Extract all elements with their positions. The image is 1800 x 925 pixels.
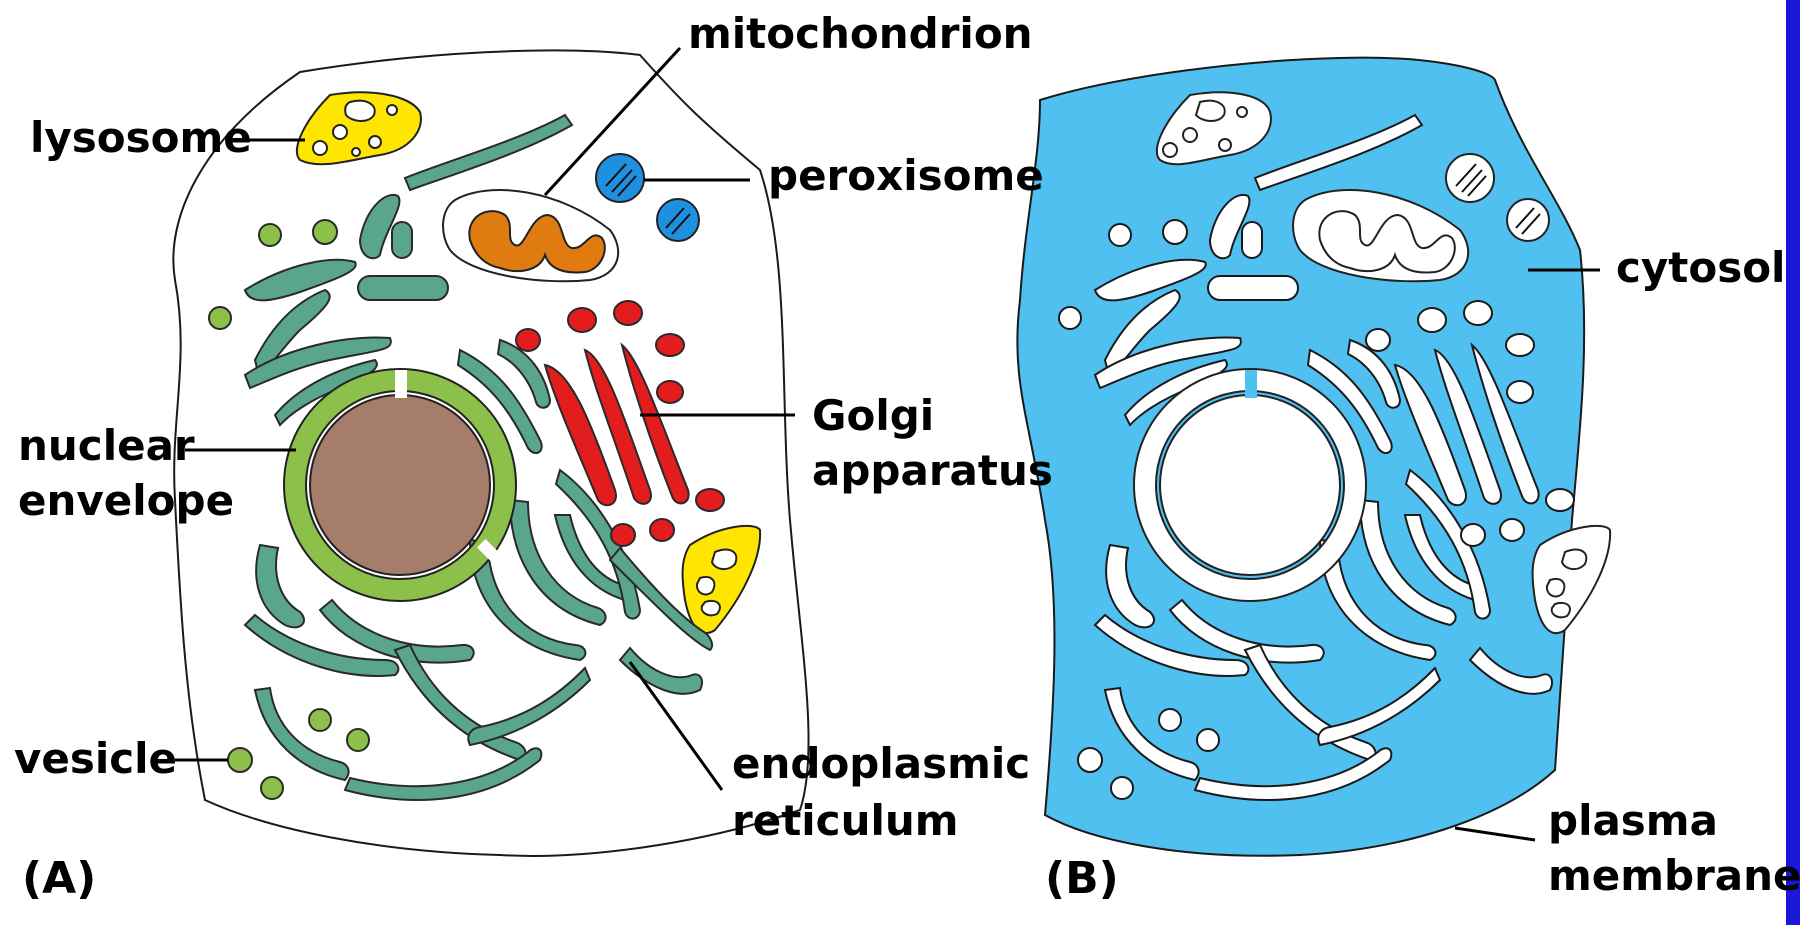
panel-a-cell xyxy=(173,50,808,855)
label-er-line1: endoplasmic xyxy=(732,739,1030,788)
panel-label-b: (B) xyxy=(1045,853,1119,904)
plasma-membrane-leader xyxy=(1455,828,1535,840)
panel-label-a: (A) xyxy=(22,853,96,904)
label-nuclear-line1: nuclear xyxy=(18,421,195,470)
label-plasma-line1: plasma xyxy=(1548,796,1718,845)
label-golgi-line2: apparatus xyxy=(812,446,1053,495)
lysosome-b-2 xyxy=(1533,526,1611,633)
peroxisome-b-1 xyxy=(1446,154,1494,202)
label-golgi-line1: Golgi xyxy=(812,391,934,440)
panel-b-cell xyxy=(1017,58,1610,856)
label-peroxisome: peroxisome xyxy=(768,151,1044,200)
label-er-line2: reticulum xyxy=(732,796,959,845)
peroxisome-a-1 xyxy=(596,154,644,202)
nucleus-b xyxy=(1145,370,1355,590)
label-cytosol: cytosol xyxy=(1616,243,1785,292)
label-vesicle: vesicle xyxy=(14,734,177,783)
label-lysosome: lysosome xyxy=(30,113,252,162)
peroxisome-a-2 xyxy=(657,199,699,241)
label-nuclear-line2: envelope xyxy=(18,476,234,525)
label-mitochondrion: mitochondrion xyxy=(688,9,1033,58)
peroxisome-b-2 xyxy=(1507,199,1549,241)
label-plasma-line2: membrane xyxy=(1548,851,1800,900)
nucleus-a xyxy=(295,370,505,590)
edge-bar xyxy=(1786,0,1800,925)
